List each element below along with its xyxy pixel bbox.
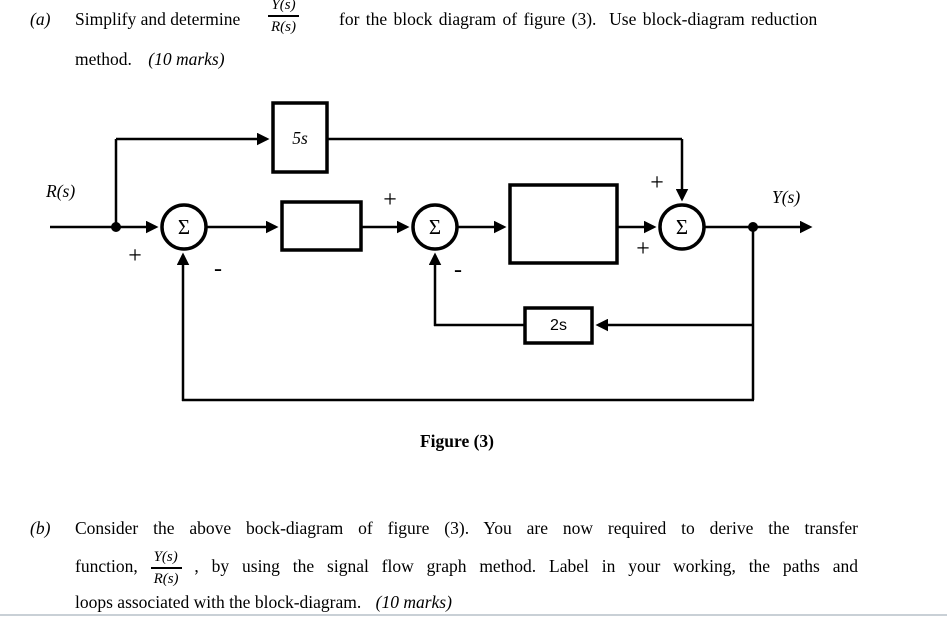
part-a-fraction-numerator: Y(s) <box>268 0 299 17</box>
sum2-plus-sign: + <box>383 187 397 213</box>
part-b-label: (b) <box>30 518 51 538</box>
sum1-plus-sign: + <box>128 243 142 269</box>
part-b-fraction-numerator: Y(s) <box>150 548 182 569</box>
summing-junction-2 <box>411 203 459 251</box>
part-b-line2: function, Y(s)R(s) , by using the signal… <box>75 542 858 590</box>
part-b-line2-before: function, <box>75 556 138 576</box>
gain-block-2 <box>508 183 619 265</box>
sum2-minus-sign: - <box>454 257 462 283</box>
summing-junction-2-symbol: Σ <box>428 215 442 239</box>
part-b-line3: loops associated with the block-diagram.… <box>75 591 452 613</box>
summing-junction-3-symbol: Σ <box>675 215 689 239</box>
part-b-line1: Consider the above bock-diagram of figur… <box>75 518 858 538</box>
gain-block-1 <box>280 200 363 252</box>
part-a-marks: (10 marks) <box>148 49 225 69</box>
block-diagram <box>50 101 813 402</box>
summing-junction-3 <box>658 203 706 251</box>
part-a-fraction-denominator: R(s) <box>271 19 296 35</box>
sum3-plus-left-sign: + <box>636 236 650 262</box>
output-signal-label: Y(s) <box>772 187 801 207</box>
sum1-minus-sign: - <box>214 256 222 282</box>
part-b-line2-after: , by using the signal flow graph method.… <box>194 556 858 576</box>
top-feedforward-block <box>271 101 329 174</box>
part-b-fraction-denominator: R(s) <box>153 570 179 587</box>
input-branch-dot <box>111 222 121 232</box>
part-a-method-text: method. <box>75 49 132 69</box>
part-a-text-after: for the block diagram of figure (3). Use… <box>339 9 818 29</box>
part-a-label: (a) <box>30 9 51 29</box>
part-b-marks: (10 marks) <box>375 592 452 612</box>
part-b-fraction: Y(s)R(s) <box>150 548 182 588</box>
inner-feedback-block <box>523 306 594 345</box>
part-a-text-before: Simplify and determine <box>75 9 241 29</box>
part-a-line2: method. (10 marks) <box>75 48 225 70</box>
inner-feedback-block-label: 2s <box>550 316 567 334</box>
top-feedforward-block-label: 5s <box>292 127 308 148</box>
part-a-fraction: Y(s) R(s) <box>268 0 299 36</box>
bottom-rule <box>0 614 947 616</box>
summing-junction-1-symbol: Σ <box>177 215 191 239</box>
part-b-line3-text: loops associated with the block-diagram. <box>75 592 362 612</box>
sum3-plus-top-sign: + <box>650 170 664 196</box>
input-signal-label: R(s) <box>46 181 76 201</box>
summing-junction-1 <box>160 203 208 251</box>
figure-caption: Figure (3) <box>419 431 495 451</box>
output-branch-dot <box>748 222 758 232</box>
